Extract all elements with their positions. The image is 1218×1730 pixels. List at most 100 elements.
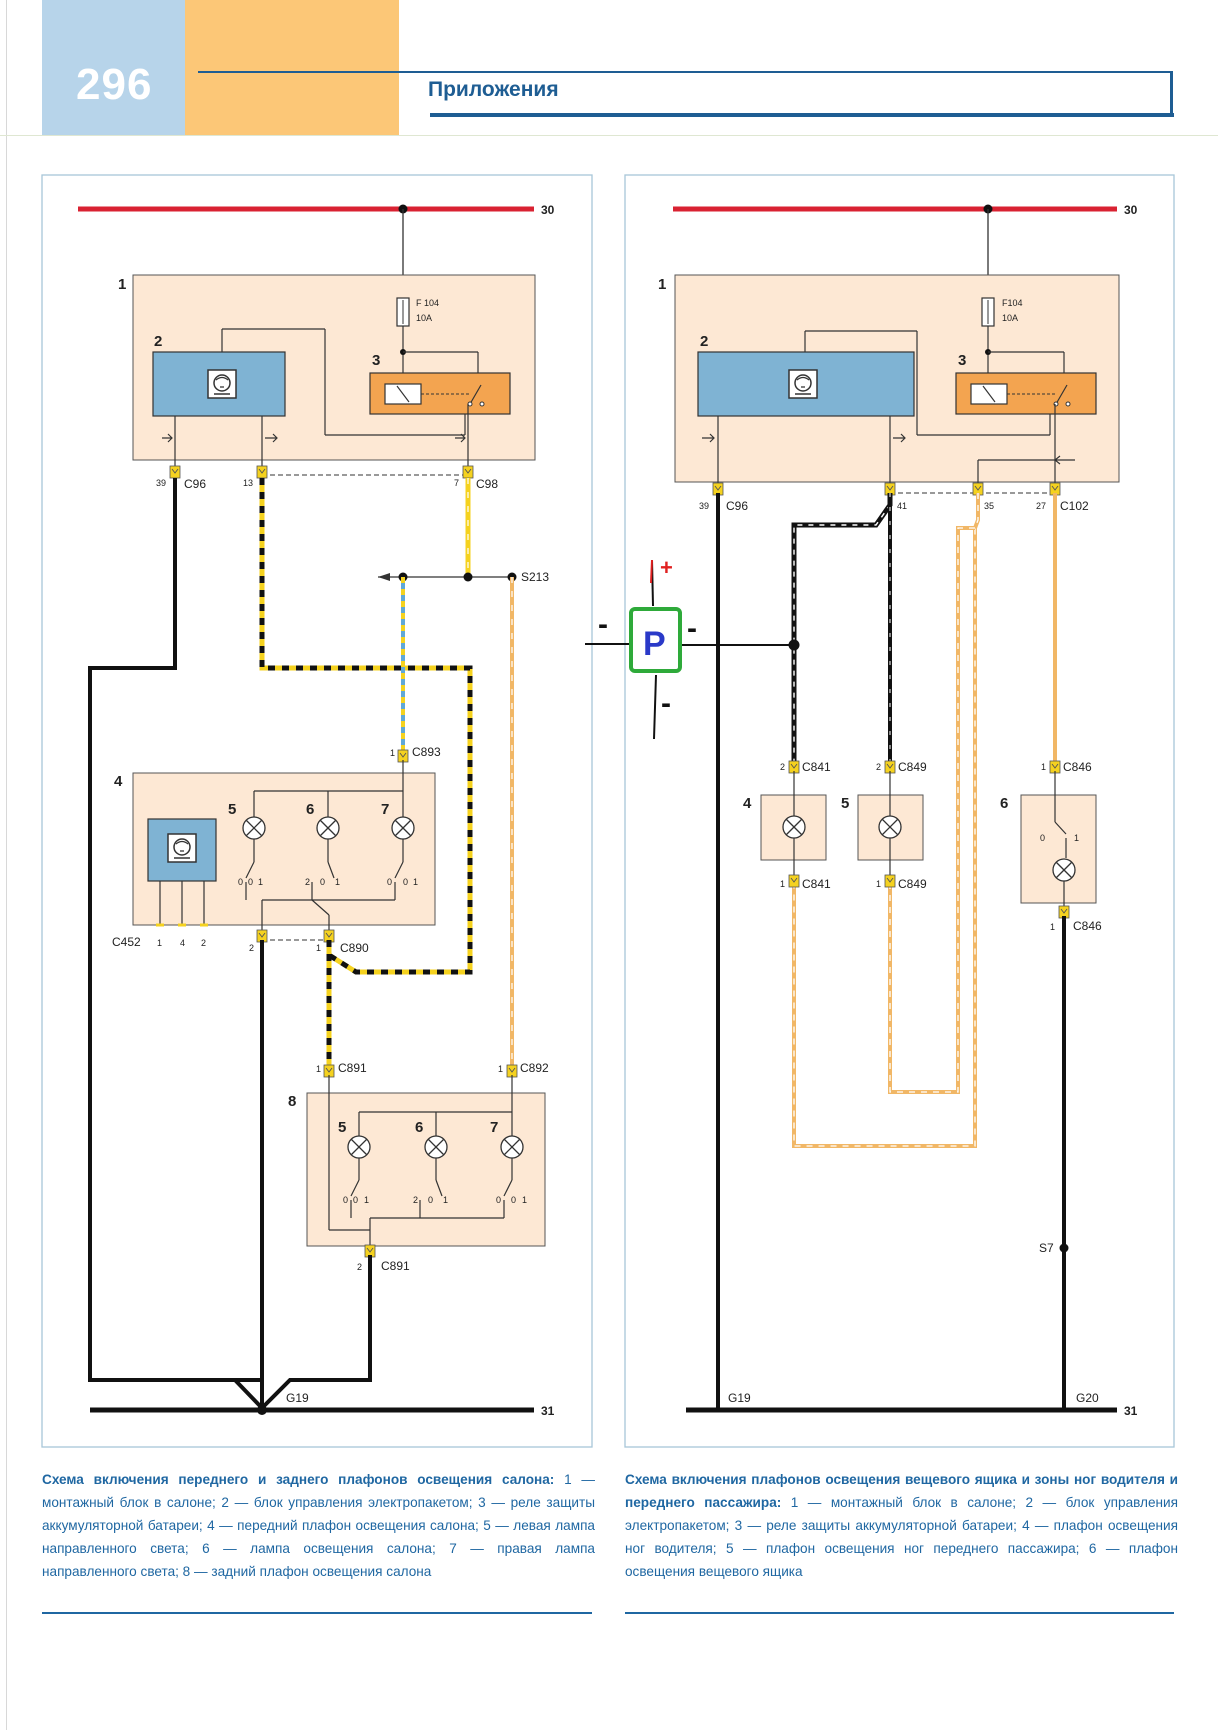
svg-text:0: 0 [320,877,325,887]
svg-text:1: 1 [335,877,340,887]
left-rear-lamp-5 [347,1135,371,1159]
left-conn-c891-bottom: C891 [381,1259,410,1273]
right-pin-1-c846b: 1 [1050,922,1055,932]
left-bus-31-label: 31 [541,1404,555,1418]
left-conn-c892: C892 [520,1061,549,1075]
left-rear-lamp-7 [500,1135,524,1159]
right-pin-2-c849: 2 [876,762,881,772]
annotation-p-box [629,607,682,673]
left-conn-c452: C452 [112,935,141,949]
right-caption-rule [625,1612,1174,1614]
annotation-minus-left: - [598,608,608,641]
left-conn-c891-top: C891 [338,1061,367,1075]
right-pin-2-c841: 2 [780,762,785,772]
right-pin-39: 39 [699,501,709,511]
left-component-8: 8 [288,1093,296,1110]
left-lamp-6-num: 6 [306,801,314,818]
left-lamp-5-num: 5 [228,801,236,818]
right-component-5: 5 [841,795,849,812]
left-fuse-rating: 10A [416,313,432,323]
svg-text:1: 1 [1074,833,1079,843]
left-pin-1-c892: 1 [498,1064,503,1074]
left-caption-title: Схема включения переднего и заднего плаф… [42,1472,555,1487]
left-c452-pin-1: 1 [157,938,162,948]
right-ground-g20: G20 [1076,1391,1099,1405]
left-rear-lamp-6 [424,1135,448,1159]
left-caption: Схема включения переднего и заднего плаф… [42,1468,595,1583]
svg-text:0: 0 [387,877,392,887]
right-splice-s7: S7 [1039,1241,1054,1255]
left-rear-lamp-5-num: 5 [338,1119,346,1136]
right-pin-27: 27 [1036,501,1046,511]
page-edge [6,0,7,1730]
svg-text:1: 1 [258,877,263,887]
svg-text:0: 0 [238,877,243,887]
svg-text:0: 0 [403,877,408,887]
annotation-minus-right: - [687,612,697,645]
right-pin-1-c841b: 1 [780,879,785,889]
left-pin-2-c890: 2 [249,943,254,953]
right-component-6: 6 [1000,795,1008,812]
right-component-2: 2 [700,333,708,350]
annotation-minus-bottom: - [661,687,671,720]
right-conn-c841-bottom: C841 [802,877,831,891]
left-pin-13: 13 [243,478,253,488]
left-pin-7: 7 [454,478,459,488]
right-pin-41: 41 [897,501,907,511]
right-conn-c96: C96 [726,499,748,513]
left-ground-g19: G19 [286,1391,309,1405]
left-pin-1-c890: 1 [316,943,321,953]
left-rear-lamp-block [306,1092,546,1247]
right-conn-c849-bottom: C849 [898,877,927,891]
left-c452-pin-4: 4 [180,938,185,948]
left-lamp-7 [391,816,415,840]
right-component-1: 1 [658,276,666,293]
right-conn-c846-top: C846 [1063,760,1092,774]
svg-text:0: 0 [428,1195,433,1205]
left-caption-body: 1 — монтажный блок в салоне; 2 — блок уп… [42,1472,595,1579]
left-conn-c96: C96 [184,477,206,491]
svg-text:1: 1 [364,1195,369,1205]
page-number: 296 [76,60,153,109]
right-caption-title: Схема включения плафонов освещения вещев… [625,1472,1178,1510]
right-bus-31-label: 31 [1124,1404,1138,1418]
right-diagram: 30 1 F104 10A 2 3 [624,174,1175,1448]
left-lamp-7-num: 7 [381,801,389,818]
right-glovebox-lamp [1020,794,1097,904]
right-component-4: 4 [743,795,752,812]
left-diagram: 30 1 F 104 10A 2 3 [41,174,593,1448]
left-frame [41,174,593,1448]
left-component-1: 1 [118,276,126,293]
left-splice-s213: S213 [521,570,549,584]
left-conn-c893: C893 [412,745,441,759]
header-page-block [42,0,185,135]
left-pin-1-c893: 1 [390,748,395,758]
right-ground-g19: G19 [728,1391,751,1405]
right-conn-c846-bottom: C846 [1073,919,1102,933]
right-pin-1-c849b: 1 [876,879,881,889]
right-bus-30-label: 30 [1124,203,1138,217]
right-frame [624,174,1175,1448]
left-c452-pin-2: 2 [201,938,206,948]
right-conn-c841-top: C841 [802,760,831,774]
svg-text:1: 1 [522,1195,527,1205]
annotation-plus: + [660,555,673,580]
right-caption: Схема включения плафонов освещения вещев… [625,1468,1178,1583]
svg-text:1: 1 [443,1195,448,1205]
section-title: Приложения [428,78,559,101]
svg-text:0: 0 [353,1195,358,1205]
right-component-3: 3 [958,352,966,369]
right-conn-c849-top: C849 [898,760,927,774]
handwritten-annotation: P + - - - [585,555,800,740]
header-color-block [185,0,399,135]
left-conn-c98: C98 [476,477,498,491]
svg-text:2: 2 [413,1195,418,1205]
left-component-2: 2 [154,333,162,350]
svg-text:0: 0 [496,1195,501,1205]
right-pin-1-c846: 1 [1041,762,1046,772]
header-rule-right [1170,71,1173,117]
annotation-letter-p: P [643,625,666,663]
svg-text:0: 0 [343,1195,348,1205]
right-fuse-rating: 10A [1002,313,1018,323]
